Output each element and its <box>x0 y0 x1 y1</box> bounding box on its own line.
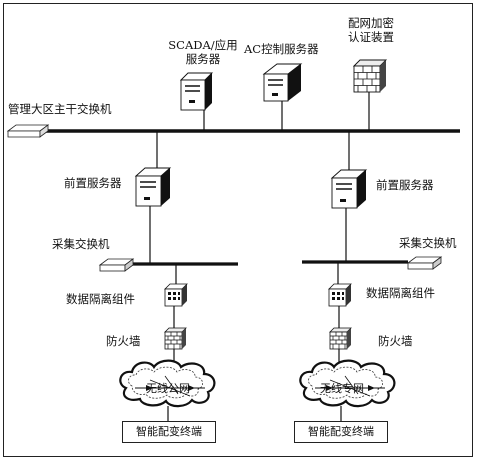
left-isolation-label: 数据隔离组件 <box>66 292 135 306</box>
right-network-label: 无线专网 <box>320 382 364 395</box>
diagram-frame <box>3 3 473 457</box>
left-front-server-icon <box>134 167 172 207</box>
backbone-switch-icon <box>6 124 50 138</box>
left-isolation-icon <box>164 283 188 307</box>
scada-server-icon <box>179 72 214 111</box>
scada-server-label: SCADA/应用 服务器 <box>160 38 246 66</box>
left-network-label: 无线公网 <box>146 382 190 395</box>
left-front-server-label: 前置服务器 <box>64 176 122 190</box>
left-collect-switch-icon <box>98 258 135 272</box>
right-cloud-icon <box>299 359 396 408</box>
backbone-switch-label: 管理大区主干交换机 <box>8 102 112 116</box>
right-front-server-icon <box>330 169 368 209</box>
left-firewall-icon <box>164 327 187 350</box>
scada-label-line1: SCADA/应用 <box>168 38 238 52</box>
left-terminal-box: 智能配变终端 <box>122 421 216 443</box>
encryption-device-label: 配网加密 认证装置 <box>336 16 406 44</box>
left-cloud-icon <box>119 359 216 408</box>
right-terminal-box: 智能配变终端 <box>294 421 388 443</box>
encryption-label-line2: 认证装置 <box>348 30 394 44</box>
right-isolation-icon <box>328 283 352 307</box>
right-collect-switch-label: 采集交换机 <box>399 236 457 250</box>
right-collect-switch-icon <box>406 256 443 270</box>
encryption-label-line1: 配网加密 <box>348 16 394 30</box>
right-firewall-label: 防火墙 <box>378 334 413 348</box>
right-firewall-icon <box>329 327 352 350</box>
right-isolation-label: 数据隔离组件 <box>366 286 435 300</box>
left-collect-switch-label: 采集交换机 <box>52 237 110 251</box>
ac-server-icon <box>262 63 303 102</box>
encryption-device-icon <box>352 59 388 93</box>
left-firewall-label: 防火墙 <box>106 334 141 348</box>
scada-label-line2: 服务器 <box>185 52 221 66</box>
right-front-server-label: 前置服务器 <box>376 178 434 192</box>
ac-server-label: AC控制服务器 <box>244 42 319 56</box>
